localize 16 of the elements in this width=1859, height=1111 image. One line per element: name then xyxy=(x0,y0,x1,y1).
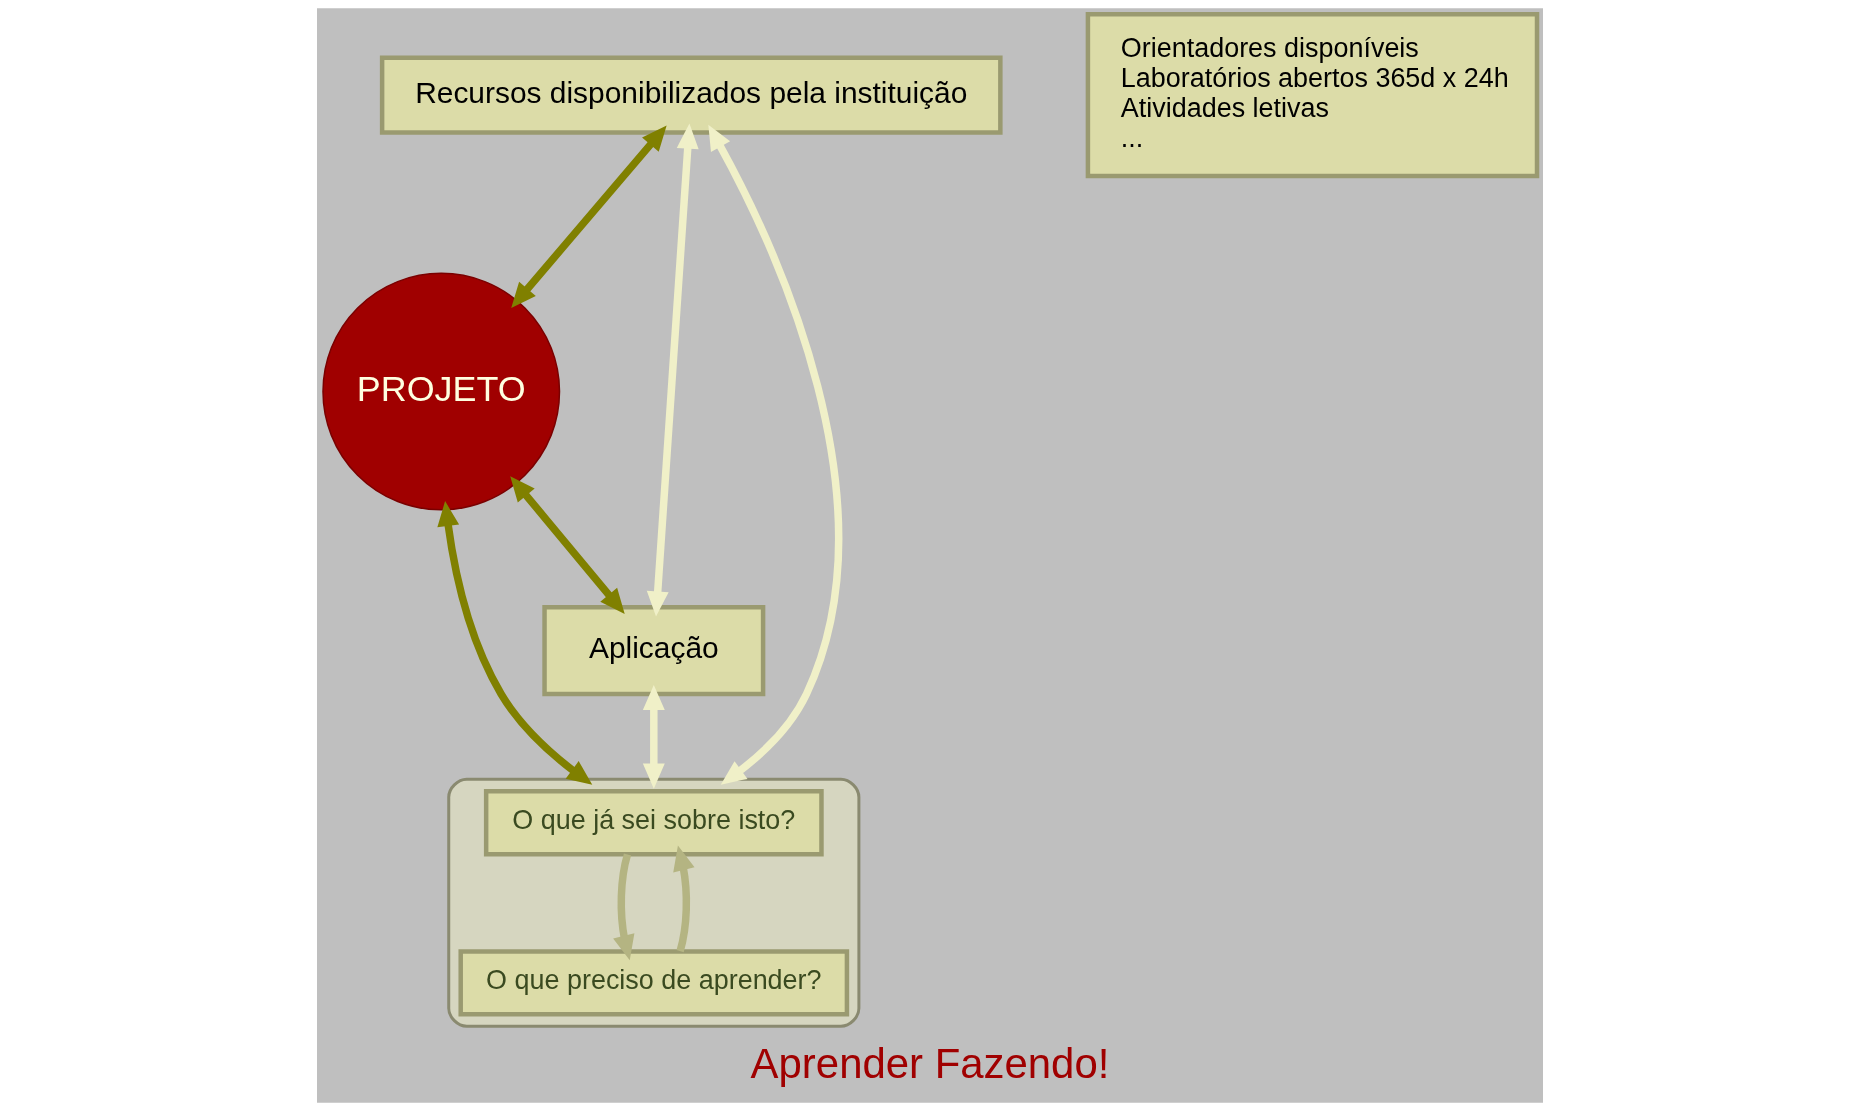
arrow xyxy=(642,684,665,789)
arrow xyxy=(509,476,625,615)
arrow xyxy=(436,501,592,785)
arrow xyxy=(510,125,667,308)
node-box: Recursos disponibilizados pela instituição xyxy=(379,55,1003,135)
cluster xyxy=(446,777,860,1028)
arrow xyxy=(707,124,842,785)
arrow xyxy=(672,845,695,953)
caption: Aprender Fazendo! xyxy=(750,1039,1109,1087)
node-box: O que já sei sobre isto? xyxy=(483,789,824,857)
node-circle: PROJETO xyxy=(321,272,560,511)
node-box: Aplicação xyxy=(541,604,765,697)
node-box: Orientadores disponíveis Laboratórios abertos 365d x 24h Atividades letivas ... xyxy=(1085,12,1539,179)
arrow xyxy=(612,853,634,961)
arrow xyxy=(646,123,699,617)
node-box: O que preciso de aprender? xyxy=(457,949,849,1017)
